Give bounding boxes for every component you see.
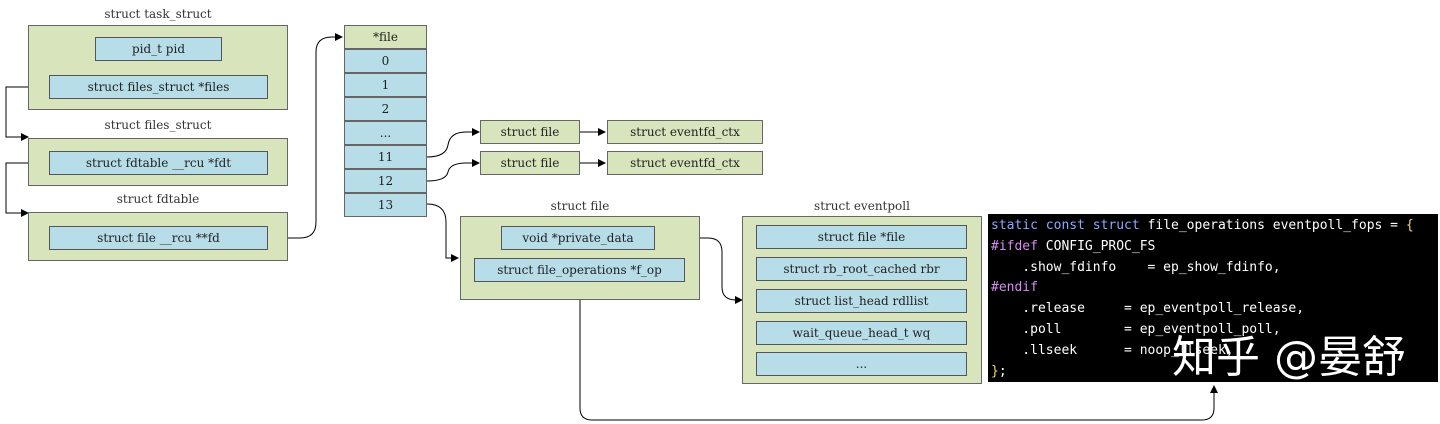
eventpoll-file-field: struct file *file xyxy=(756,225,967,249)
fdtable-fd-field: struct file __rcu **fd xyxy=(49,226,268,250)
arrow-12-to-file xyxy=(426,159,480,182)
fd-array-cell: 12 xyxy=(344,169,427,193)
watermark: 知乎 @晏舒 xyxy=(1172,332,1406,383)
code-brace: } xyxy=(991,363,999,379)
code-brace: { xyxy=(1405,218,1414,233)
code-line: .show_fdinfo = ep_show_fdinfo, xyxy=(991,259,1281,275)
fd-array-cell: 11 xyxy=(344,145,427,169)
code-preprocessor: #ifdef xyxy=(991,238,1038,254)
eventpoll-fops-code: static const struct file_operations even… xyxy=(988,214,1438,382)
file-private-data-field: void *private_data xyxy=(501,226,655,250)
eventfd-ctx-box: struct eventfd_ctx xyxy=(607,120,763,144)
fd-array-cell: 0 xyxy=(344,49,427,73)
code-text: CONFIG_PROC_FS xyxy=(1037,238,1156,254)
code-line: .llseek = noop_llseek, xyxy=(991,342,1234,358)
code-text: file_operations eventpoll_fops = xyxy=(1139,218,1406,233)
code-line: .release = ep_eventpoll_release, xyxy=(991,301,1305,317)
eventpoll-title: struct eventpoll xyxy=(814,199,910,213)
file-fop-field: struct file_operations *f_op xyxy=(474,258,685,282)
fd-array-cell: 2 xyxy=(344,97,427,121)
eventpoll-wq-field: wait_queue_head_t wq xyxy=(756,321,967,345)
fd-array-cell: ... xyxy=(344,121,427,145)
code-keyword: static const struct xyxy=(991,218,1140,233)
files-struct-fdt-field: struct fdtable __rcu *fdt xyxy=(49,151,268,175)
arrow-11-to-file xyxy=(426,128,480,158)
task-struct-title: struct task_struct xyxy=(104,7,212,21)
fd-array-header: *file xyxy=(344,25,427,49)
eventpoll-rbr-field: struct rb_root_cached rbr xyxy=(756,257,967,281)
fd-array-cell: 1 xyxy=(344,73,427,97)
fdtable-title: struct fdtable xyxy=(116,192,200,206)
file-box: struct file xyxy=(480,151,580,175)
file-struct-title: struct file xyxy=(550,199,610,213)
files-struct-title: struct files_struct xyxy=(104,118,212,132)
task-struct-pid-field: pid_t pid xyxy=(95,37,222,61)
eventpoll-more-field: ... xyxy=(756,352,967,376)
eventpoll-rdllist-field: struct list_head rdllist xyxy=(756,289,967,313)
eventfd-ctx-box: struct eventfd_ctx xyxy=(607,151,763,175)
code-preprocessor: #endif xyxy=(991,280,1038,296)
arrow-13-to-file-struct xyxy=(426,203,459,262)
task-struct-files-field: struct files_struct *files xyxy=(49,75,268,99)
code-text: ; xyxy=(998,363,1007,379)
fd-array-cell: 13 xyxy=(344,193,427,217)
code-line: .poll = ep_eventpoll_poll, xyxy=(991,321,1281,337)
file-box: struct file xyxy=(480,120,580,144)
